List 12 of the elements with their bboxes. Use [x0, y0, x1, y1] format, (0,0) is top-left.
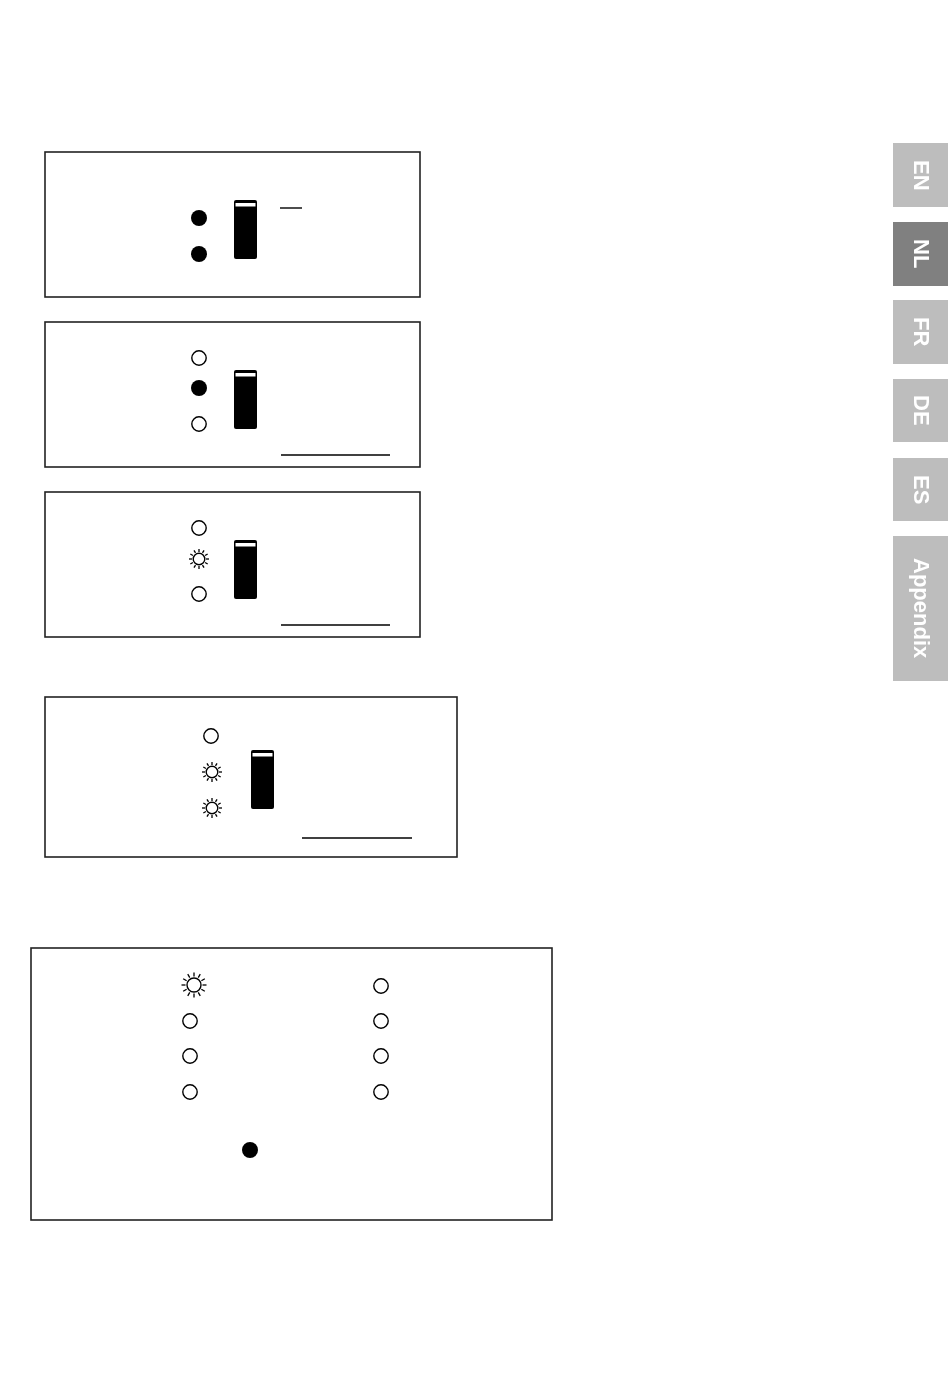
- language-tab: [893, 536, 948, 681]
- tab-label: DE: [909, 395, 932, 426]
- language-tab: [893, 143, 948, 207]
- language-tab: [893, 379, 948, 442]
- tab-label: FR: [909, 317, 932, 347]
- tab-label: Appendix: [909, 558, 932, 659]
- tab-label: EN: [909, 159, 932, 191]
- tab-label: NL: [909, 239, 932, 269]
- language-tab: [893, 300, 948, 364]
- language-tab: [893, 222, 948, 286]
- tab-label: ES: [909, 474, 932, 505]
- language-tab: [893, 458, 948, 521]
